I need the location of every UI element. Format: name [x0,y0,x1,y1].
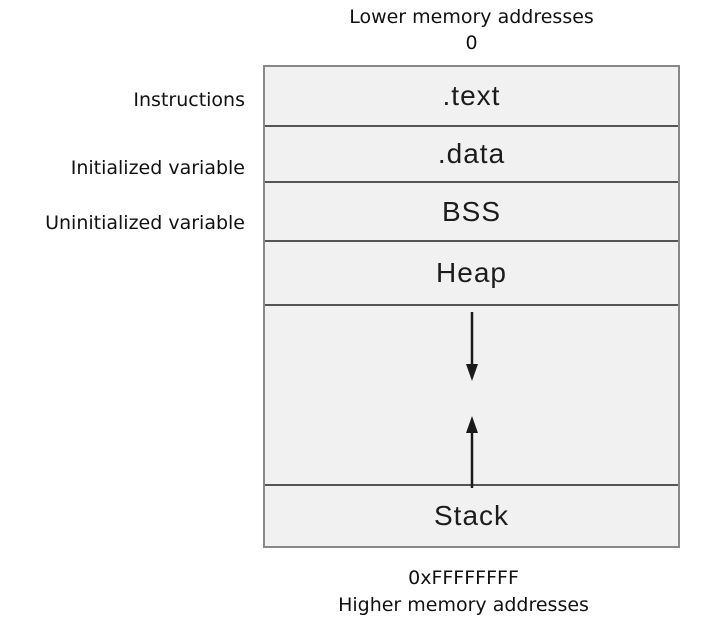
segment-data-label: .data [437,138,506,169]
heap-grow-down-arrow-icon [465,312,478,381]
segment-text-label: .text [442,80,501,111]
segment-bss: BSS [265,183,678,242]
segment-heap-label: Heap [436,257,507,288]
segment-data: .data [265,127,678,183]
higher-memory-caption: Higher memory addresses [338,594,589,616]
segment-free-space [265,306,678,488]
annotation-uninitialized-variable: Uninitialized variable [45,212,245,234]
memory-box: .text .data BSS Heap Stack [263,65,680,548]
annotation-initialized-variable: Initialized variable [70,157,245,179]
segment-bss-label: BSS [441,195,502,227]
start-address-label: 0 [465,32,478,54]
lower-memory-caption: Lower memory addresses [349,6,594,28]
segment-text: .text [265,67,678,127]
stack-grow-up-arrow-icon [465,416,478,488]
end-address-label: 0xFFFFFFFF [408,567,519,589]
segment-heap: Heap [265,242,678,306]
annotation-instructions: Instructions [133,89,245,111]
segment-stack: Stack [265,486,678,546]
segment-stack-label: Stack [433,500,510,531]
